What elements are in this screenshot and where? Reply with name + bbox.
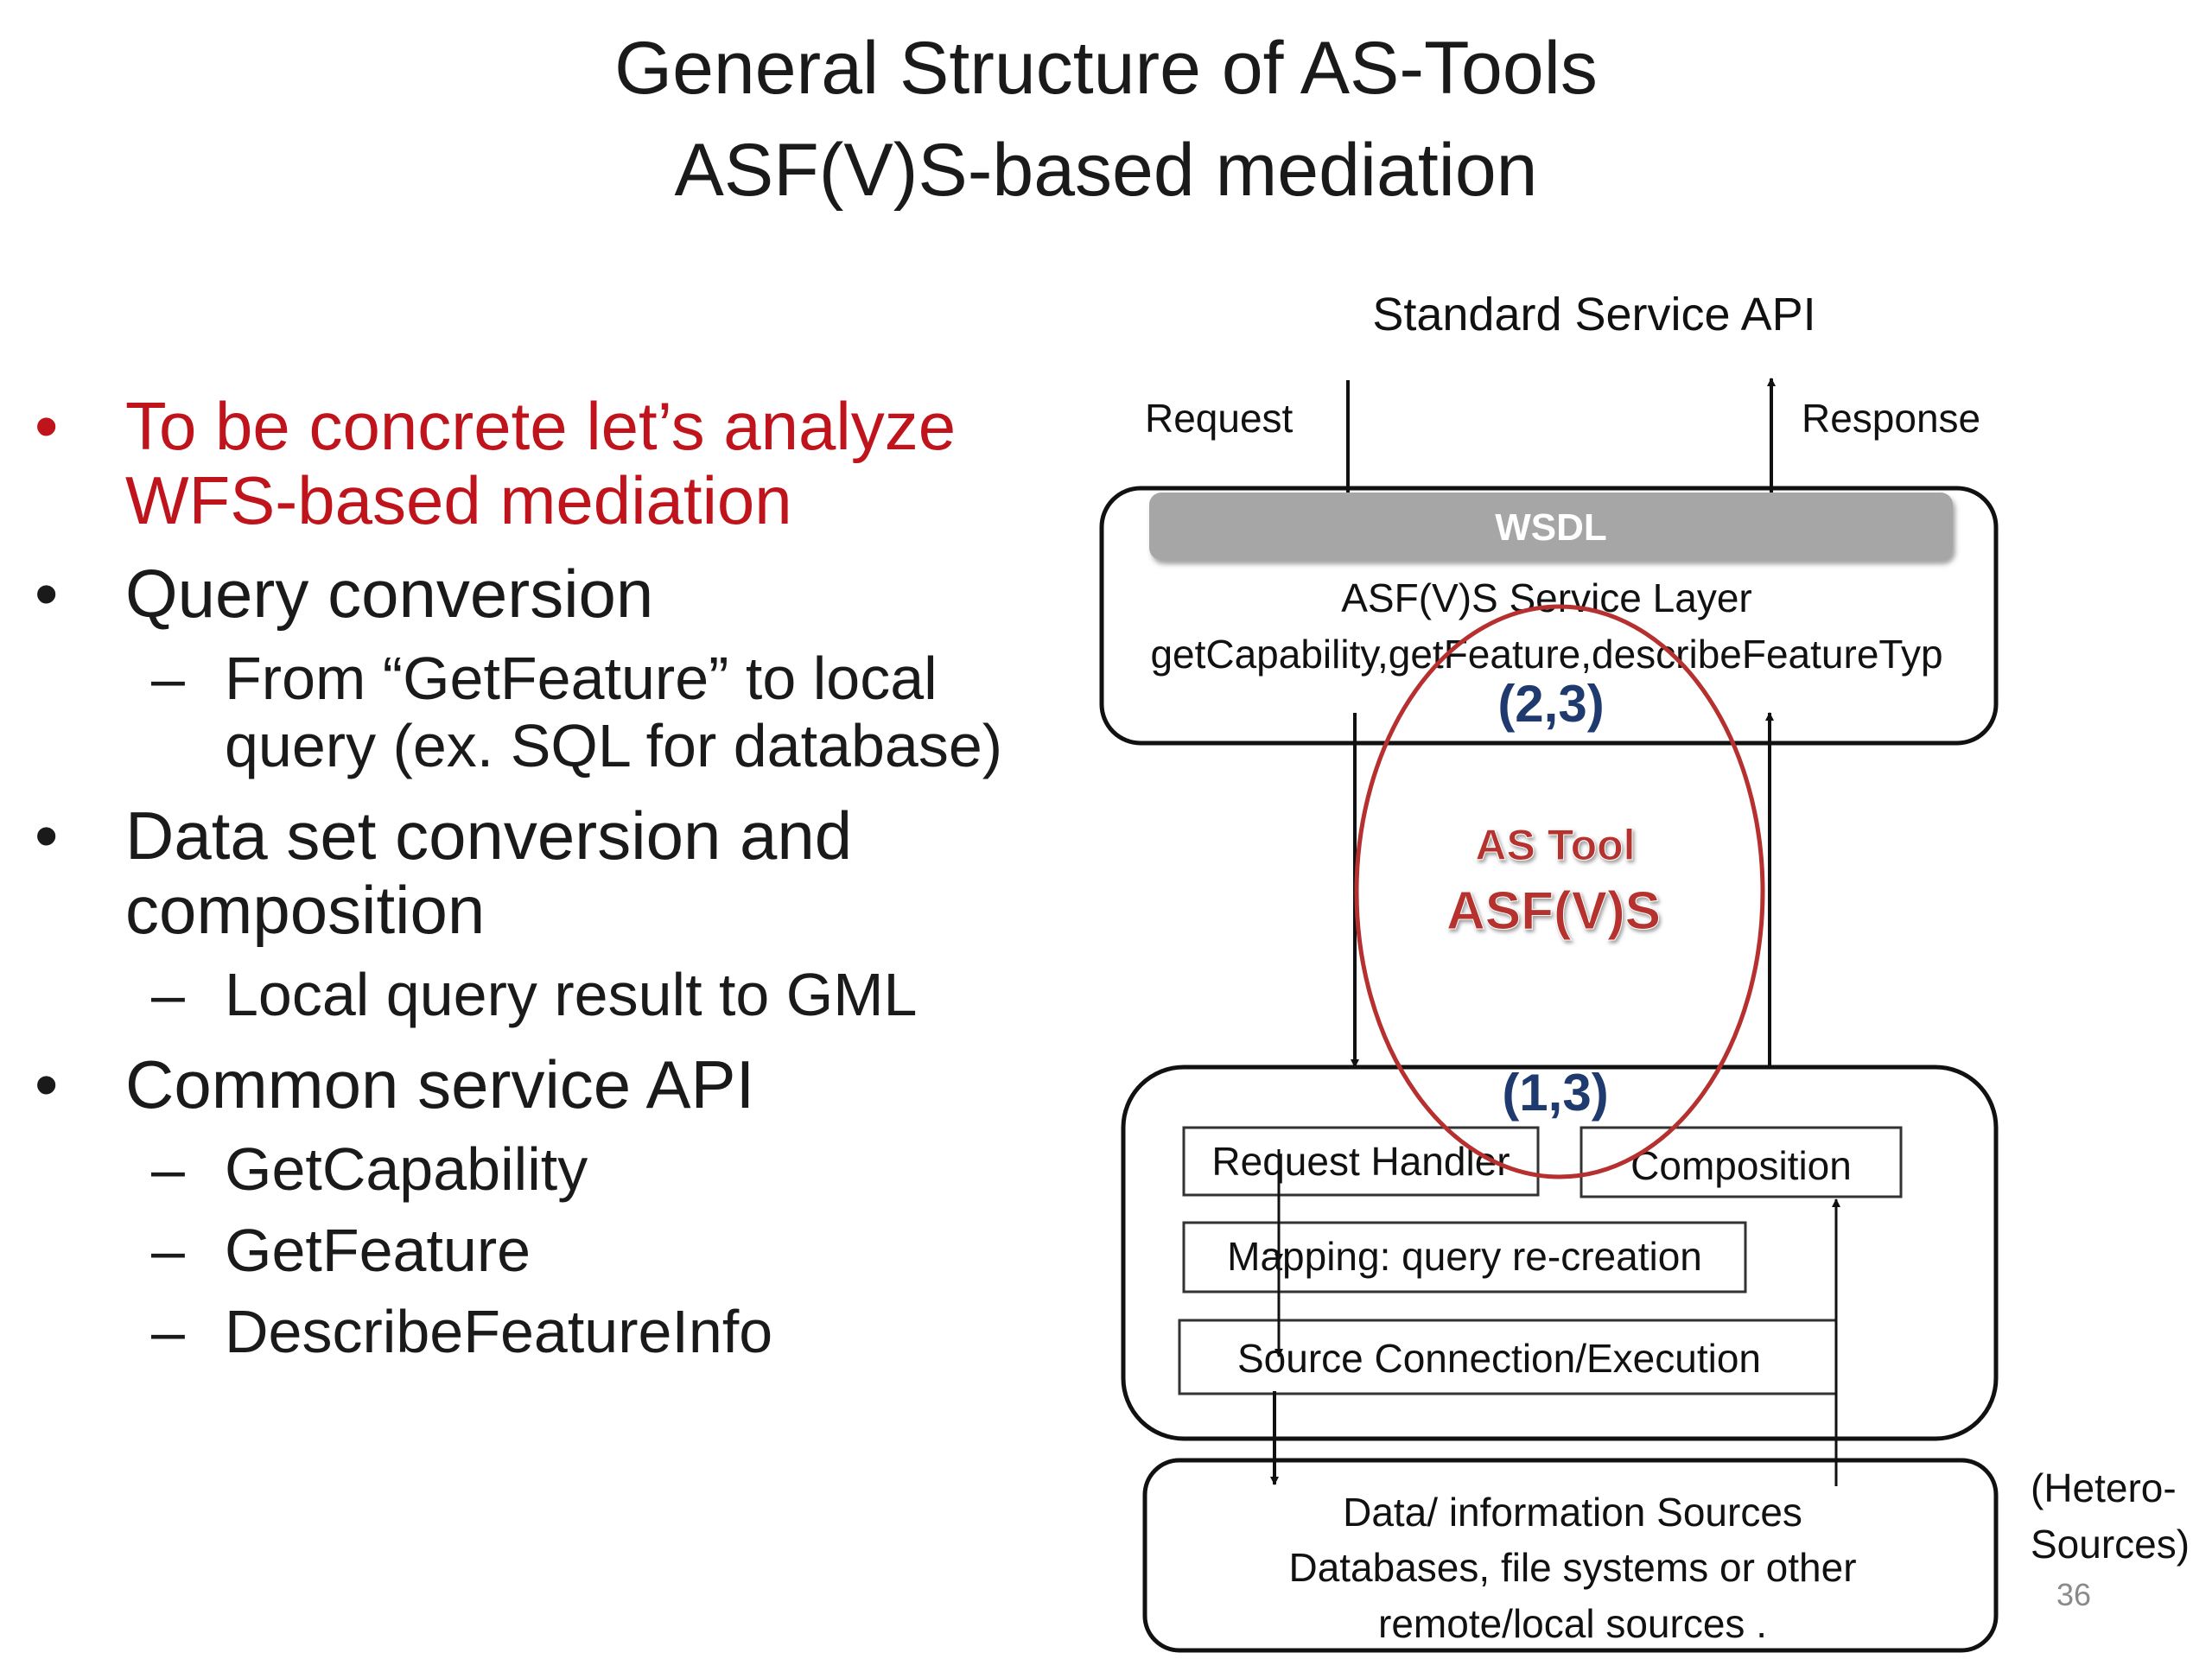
bullet-concrete: • To be concrete let’s analyze WFS-based…: [35, 389, 1037, 537]
sub-bullet-text: GetCapability: [225, 1135, 588, 1203]
data-sources-box: [1142, 1458, 1999, 1653]
title-line-1: General Structure of AS-Tools: [614, 27, 1598, 110]
bullet-dot: •: [35, 1046, 59, 1122]
step-label-bottom: (1,3): [1502, 1064, 1608, 1122]
service-layer-title: ASF(V)S Service Layer: [1341, 575, 1751, 620]
request-handler-box: [1182, 1126, 1540, 1197]
as-tool-box: [1121, 1065, 1999, 1441]
bullet-text: To be concrete let’s analyze: [125, 388, 957, 464]
page-number: 36: [2056, 1577, 2092, 1612]
bullet-text: composition: [125, 872, 486, 948]
sub-bullet-local-result-gml: – Local query result to GML: [35, 961, 1037, 1028]
sub-bullet-text: GetFeature: [225, 1217, 531, 1284]
source-connection-box: [1178, 1319, 1838, 1395]
sub-bullet-dash: –: [151, 961, 185, 1028]
sub-bullet-dash: –: [151, 1135, 185, 1203]
step-label-top: (2,3): [1497, 675, 1604, 733]
sub-bullet-text: DescribeFeatureInfo: [225, 1298, 773, 1365]
slide-title: General Structure of AS-Tools ASF(V)S-ba…: [0, 17, 2212, 221]
as-tool-highlight-ellipse: [1354, 604, 1765, 1179]
architecture-diagram: Standard Service API Request Response WS…: [1099, 289, 2190, 1653]
response-label: Response: [1802, 396, 1980, 441]
title-line-2: ASF(V)S-based mediation: [674, 129, 1538, 212]
as-tool-label: AS Tool: [1475, 821, 1635, 869]
request-handler-label: Request Handler: [1211, 1139, 1510, 1184]
service-layer-operations: getCapability,getFeature,describeFeature…: [1150, 632, 1942, 677]
bullet-text: Data set conversion and: [125, 798, 853, 874]
bullet-text: WFS-based mediation: [125, 462, 792, 538]
sub-bullet-dash: –: [151, 645, 185, 712]
hetero-label-line-1: (Hetero-: [2031, 1465, 2177, 1510]
bullet-dot: •: [35, 556, 59, 632]
mapping-label: Mapping: query re-creation: [1227, 1234, 1702, 1279]
composition-box: [1580, 1126, 1903, 1198]
sources-line-2: Databases, file systems or other: [1288, 1545, 1856, 1590]
sources-line-3: remote/local sources .: [1378, 1601, 1767, 1646]
wsdl-bar: [1149, 493, 1953, 560]
bullet-list: • To be concrete let’s analyze WFS-based…: [35, 389, 1037, 1384]
bullet-text: Query conversion: [125, 556, 654, 632]
bullet-common-service-api: • Common service API: [35, 1047, 1037, 1122]
bullet-data-set-conversion: • Data set conversion and composition: [35, 798, 1037, 947]
wsdl-label: WSDL: [1495, 506, 1607, 549]
request-label: Request: [1145, 396, 1294, 441]
sub-bullet-text: Local query result to GML: [225, 961, 918, 1028]
sub-bullet-getfeature: – GetFeature: [35, 1217, 1037, 1284]
composition-label: Composition: [1630, 1143, 1852, 1188]
bullet-text: Common service API: [125, 1046, 755, 1122]
sub-bullet-dash: –: [151, 1298, 185, 1365]
sub-bullet-text: query (ex. SQL for database): [225, 712, 1003, 779]
service-layer-box: [1099, 486, 1999, 746]
sub-bullet-describefeatureinfo: – DescribeFeatureInfo: [35, 1298, 1037, 1365]
sub-bullet-dash: –: [151, 1217, 185, 1284]
sources-line-1: Data/ information Sources: [1343, 1490, 1802, 1535]
bullet-query-conversion: • Query conversion: [35, 556, 1037, 631]
bullet-dot: •: [35, 388, 59, 464]
sub-bullet-getcapability: – GetCapability: [35, 1135, 1037, 1203]
sub-bullet-text: From “GetFeature” to local: [225, 645, 938, 712]
bullet-dot: •: [35, 798, 59, 874]
sub-bullet-getfeature-to-local: – From “GetFeature” to local query (ex. …: [35, 645, 1037, 779]
source-connection-label: Source Connection/Execution: [1237, 1336, 1761, 1381]
standard-service-api-label: Standard Service API: [1372, 289, 1815, 340]
as-tool-name: ASF(V)S: [1446, 881, 1661, 941]
hetero-label-line-2: Sources): [2031, 1522, 2190, 1567]
